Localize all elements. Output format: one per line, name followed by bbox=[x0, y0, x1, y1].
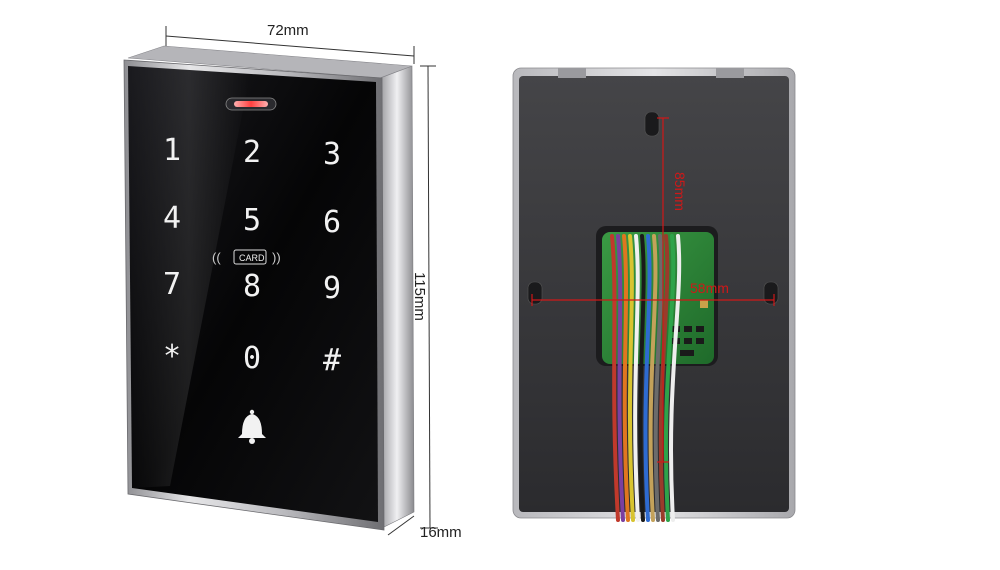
key-7[interactable]: 7 bbox=[163, 267, 181, 302]
led-indicator-glow bbox=[234, 101, 268, 107]
glass-glare bbox=[128, 66, 250, 488]
screw-hole-left bbox=[527, 281, 543, 305]
depth-dimension-label: 16mm bbox=[420, 524, 462, 541]
svg-text:((: (( bbox=[212, 250, 221, 265]
back-device bbox=[512, 67, 796, 522]
key-0[interactable]: 0 bbox=[243, 341, 261, 376]
key-star[interactable]: * bbox=[163, 339, 181, 374]
wire bbox=[622, 234, 630, 522]
hole-vertical-dimension-label: 85mm bbox=[672, 172, 688, 211]
back-tab-right bbox=[716, 68, 744, 78]
card-label: CARD bbox=[239, 253, 265, 263]
card-reader-icon: (( CARD )) bbox=[212, 249, 281, 265]
keypad-keys: 1 2 3 4 5 6 7 8 9 * 0 # bbox=[163, 133, 341, 378]
key-6[interactable]: 6 bbox=[323, 205, 341, 240]
wire bbox=[633, 234, 640, 522]
svg-text:)): )) bbox=[272, 250, 281, 265]
key-4[interactable]: 4 bbox=[163, 201, 181, 236]
frame-top bbox=[127, 45, 413, 79]
wire bbox=[653, 234, 664, 522]
wire bbox=[658, 234, 670, 522]
key-2[interactable]: 2 bbox=[243, 135, 261, 170]
wire bbox=[616, 234, 625, 522]
wire bbox=[648, 234, 658, 522]
front-keypad-device: 1 2 3 4 5 6 7 8 9 * 0 # (( CARD )) bbox=[123, 45, 415, 531]
key-3[interactable]: 3 bbox=[323, 137, 341, 172]
wire-bundle bbox=[610, 234, 682, 522]
height-dimension-label: 115mm bbox=[411, 272, 428, 321]
key-hash[interactable]: # bbox=[323, 343, 341, 378]
wire bbox=[643, 234, 652, 522]
wire bbox=[638, 234, 646, 522]
wire bbox=[663, 234, 676, 522]
wire bbox=[610, 234, 620, 522]
screw-hole-right bbox=[763, 281, 779, 305]
wire bbox=[669, 234, 682, 522]
front-dimension-lines bbox=[165, 26, 438, 536]
frame-side bbox=[379, 65, 415, 529]
hole-horizontal-dimension-label: 58mm bbox=[690, 280, 729, 296]
wire bbox=[627, 234, 635, 522]
key-5[interactable]: 5 bbox=[243, 203, 261, 238]
key-9[interactable]: 9 bbox=[323, 271, 341, 306]
width-dimension-label: 72mm bbox=[267, 22, 309, 39]
back-tab-left bbox=[558, 68, 586, 78]
bell-icon bbox=[238, 409, 266, 444]
back-dimension-lines bbox=[531, 117, 775, 463]
screw-hole-top bbox=[644, 111, 660, 137]
key-1[interactable]: 1 bbox=[163, 133, 181, 168]
key-8[interactable]: 8 bbox=[243, 269, 261, 304]
